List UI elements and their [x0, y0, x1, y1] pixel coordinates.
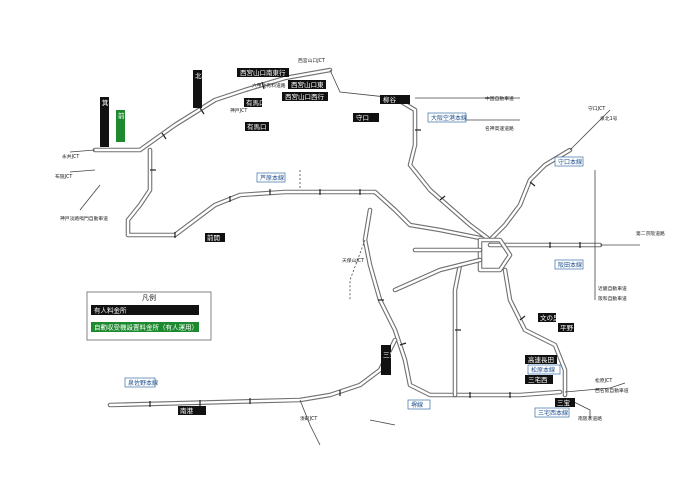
toll-label: 南港	[178, 406, 206, 415]
toll-label: 前開	[205, 233, 225, 242]
jct-label: 六甲北有料道路	[252, 82, 286, 89]
jct-label: 泉北1号	[600, 115, 618, 122]
jct-label: 南阪奈道路	[578, 415, 602, 422]
svg-text:三宅西本線: 三宅西本線	[538, 409, 568, 417]
svg-text:有馬口: 有馬口	[247, 122, 267, 131]
route-label: 芦原本線	[256, 172, 286, 183]
toll-label: 柳谷	[380, 95, 410, 104]
toll-label: 平野	[558, 323, 574, 332]
toll-label: 有馬口	[244, 98, 266, 107]
toll-label: 西宮山口西行	[282, 92, 328, 101]
toll-label: 北神戸線	[193, 70, 222, 108]
svg-text:西宮山口南東行: 西宮山口南東行	[240, 68, 286, 77]
svg-text:文の里: 文の里	[540, 313, 560, 322]
jct-label: 神戸淡路鳴門自動車道	[60, 215, 108, 222]
legend: 凡例 有人料金所 自動収受機設置料金所（有人運用）	[86, 291, 212, 341]
svg-text:西宮山口西行: 西宮山口西行	[285, 92, 325, 101]
svg-text:高速長田: 高速長田	[528, 355, 554, 364]
legend-automatic-swatch	[91, 322, 199, 332]
toll-label: 三宝	[555, 398, 575, 407]
svg-text:阪田本線: 阪田本線	[558, 261, 582, 269]
legend-automatic-text: 自動収受機設置料金所（有人運用）	[94, 323, 198, 332]
jct-label: 天保山JCT	[342, 257, 364, 264]
jct-label: 松原JCT	[595, 377, 612, 384]
jct-label: 西宮山口JCT	[298, 57, 325, 64]
svg-text:松原本線: 松原本線	[531, 366, 555, 374]
toll-label: 文の里	[538, 313, 560, 322]
svg-text:箕谷: 箕谷	[102, 98, 116, 107]
road-network	[92, 67, 603, 408]
svg-text:堺線: 堺線	[411, 401, 423, 409]
legend-title: 凡例	[142, 293, 156, 302]
jct-label: 西名阪自動車道	[595, 387, 629, 394]
route-label: 三宅西本線	[534, 407, 570, 418]
svg-text:守口: 守口	[356, 113, 369, 122]
toll-ticks	[149, 81, 581, 407]
svg-text:南港: 南港	[180, 406, 194, 415]
svg-text:泉佐野本線: 泉佐野本線	[128, 379, 158, 387]
svg-text:平野: 平野	[560, 324, 574, 332]
svg-text:芦原本線: 芦原本線	[260, 174, 284, 182]
toll-label: 有馬口	[245, 122, 269, 131]
route-label: 大阪空港本線	[427, 112, 467, 123]
svg-text:三宝: 三宝	[383, 350, 397, 359]
jct-label: 近畿自動車道	[598, 285, 627, 292]
route-label: 堺線	[407, 399, 431, 410]
svg-text:三宝: 三宝	[557, 398, 571, 407]
jct-label: 守口JCT	[588, 105, 605, 112]
toll-label: 高速長田	[525, 355, 557, 364]
svg-text:守口本線: 守口本線	[558, 158, 582, 166]
svg-text:有馬口: 有馬口	[246, 98, 266, 107]
jct-label: 布施JCT	[55, 173, 72, 180]
route-label: 泉佐野本線	[124, 377, 158, 388]
jct-label: 神戸JCT	[230, 107, 247, 114]
svg-text:北神戸線: 北神戸線	[195, 71, 222, 80]
toll-label: 三宅西	[525, 375, 553, 384]
route-labels: 大阪空港本線 芦原本線 守口本線 阪田本線 堺線 松原本線 三宅西本線 泉佐野本…	[124, 112, 584, 418]
svg-text:前開: 前開	[118, 111, 131, 120]
jct-label: 中国自動車道	[485, 95, 514, 102]
svg-text:柳谷: 柳谷	[383, 95, 397, 104]
legend-manned-swatch	[91, 305, 199, 315]
junction-labels: 西宮山口JCT 六甲北有料道路 神戸JCT 永井JCT 布施JCT 神戸淡路鳴門…	[55, 57, 665, 422]
toll-label: 箕谷	[100, 97, 116, 147]
svg-text:大阪空港本線: 大阪空港本線	[431, 114, 467, 122]
toll-label: 西宮山口南東行	[237, 68, 289, 77]
toll-label: 三宝	[381, 345, 397, 375]
jct-label: 湊町JCT	[300, 415, 317, 422]
jct-label: 名神高速道路	[485, 125, 514, 132]
svg-text:三宅西: 三宅西	[528, 375, 548, 384]
toll-label-green: 前開	[116, 110, 131, 142]
jct-label: 第二京阪道路	[636, 230, 665, 237]
toll-label: 守口	[353, 113, 379, 122]
svg-text:西宮山口東: 西宮山口東	[291, 80, 324, 89]
route-label: 松原本線	[527, 364, 561, 375]
svg-text:前開: 前開	[207, 233, 220, 242]
route-label: 阪田本線	[554, 259, 584, 270]
toll-label: 西宮山口東	[288, 80, 326, 89]
legend-manned-text: 有人料金所	[94, 306, 127, 315]
jct-label: 阪和自動車道	[598, 295, 627, 302]
route-label: 守口本線	[554, 156, 584, 167]
toll-labels-black: 西宮山口南東行 西宮山口東 西宮山口西行 有馬口 有馬口 北神戸線 箕谷 前開 …	[100, 68, 575, 415]
jct-label: 永井JCT	[62, 153, 79, 160]
